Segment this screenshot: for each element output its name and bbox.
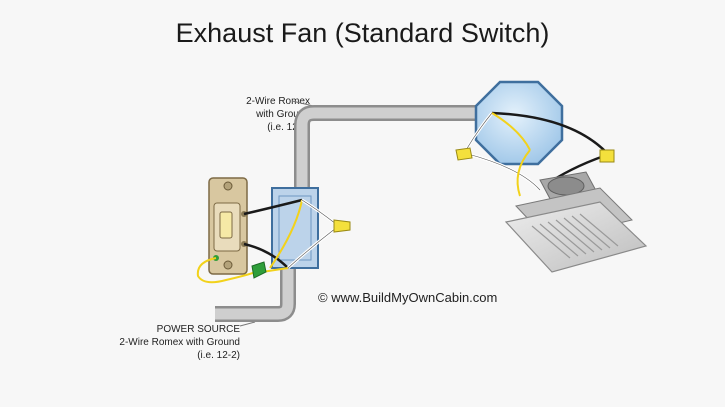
wire-nut-fan-neutral xyxy=(455,147,473,161)
power-source-leader xyxy=(239,321,256,327)
wire-nut-fan-hot xyxy=(599,149,615,163)
power-source-line2: 2-Wire Romex with Ground xyxy=(119,337,240,348)
romex-top-line1: 2-Wire Romex xyxy=(246,96,310,107)
ground-wire-junction xyxy=(491,112,531,151)
romex-top-line2: with Ground xyxy=(256,109,310,120)
power-source-line1: POWER SOURCE xyxy=(156,324,240,335)
hot-wire-switch-bottom xyxy=(243,242,289,269)
ground-wire-switch xyxy=(196,257,257,284)
exhaust-fan xyxy=(504,171,648,273)
light-switch[interactable] xyxy=(208,177,248,275)
power-source-label: POWER SOURCE 2-Wire Romex with Ground (i… xyxy=(90,323,240,362)
hot-wire-switch-top xyxy=(243,198,303,216)
fan-junction-box xyxy=(474,80,564,166)
romex-top-line3: (i.e. 12-2) xyxy=(267,122,310,133)
switch-mount-screw-top xyxy=(223,181,233,191)
romex-top-label: 2-Wire Romex with Ground (i.e. 12-2) xyxy=(200,95,310,134)
power-source-line3: (i.e. 12-2) xyxy=(197,350,240,361)
wire-nut-ground xyxy=(251,261,267,279)
fan-ground-lead xyxy=(516,149,531,197)
copyright-text: © www.BuildMyOwnCabin.com xyxy=(318,290,498,305)
diagram-title: Exhaust Fan (Standard Switch) xyxy=(175,18,550,48)
switch-mount-screw-bottom xyxy=(223,260,233,270)
switch-toggle[interactable] xyxy=(219,211,233,239)
wire-nut-neutral xyxy=(333,219,351,233)
hot-wire-to-fan-nut xyxy=(491,111,607,153)
romex-cable-power xyxy=(215,268,296,322)
